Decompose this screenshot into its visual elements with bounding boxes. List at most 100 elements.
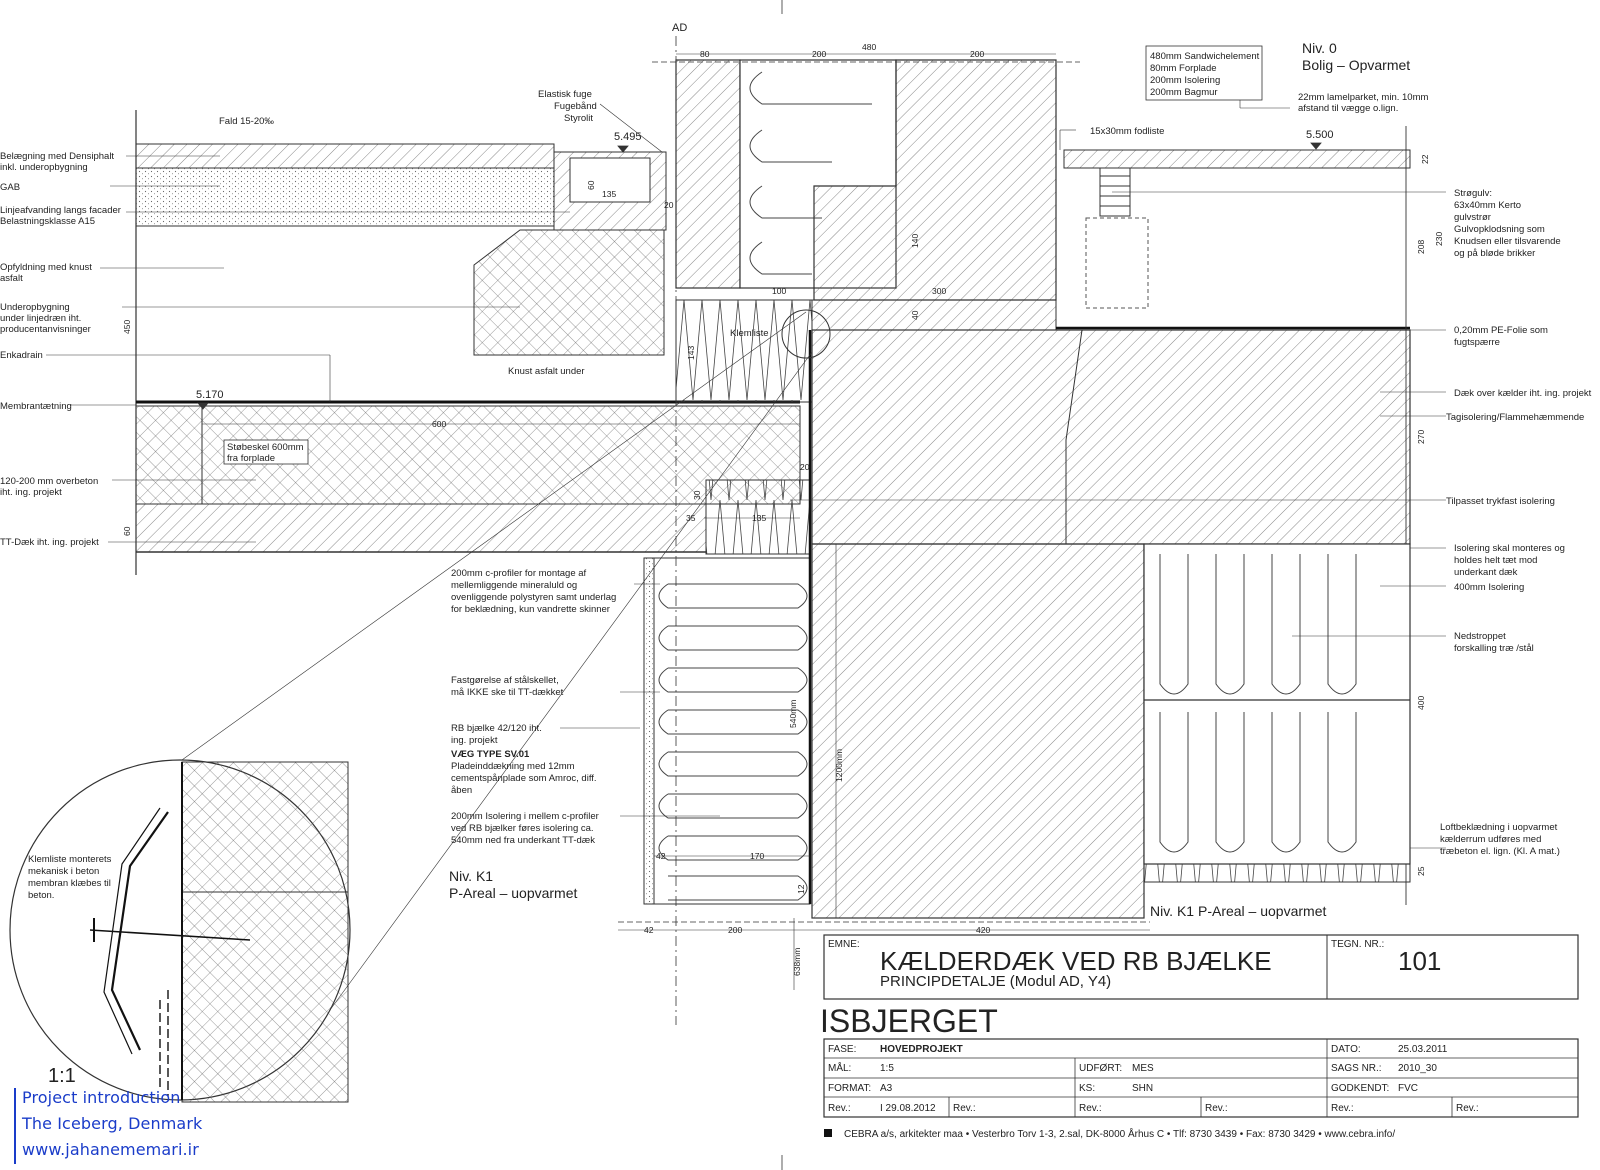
dim-42b: 42: [644, 925, 654, 935]
elevation-5170: 5.170: [196, 389, 224, 401]
godkendt-label: GODKENDT:: [1331, 1083, 1389, 1094]
sags-label: SAGS NR.:: [1331, 1063, 1382, 1074]
dim-100: 100: [772, 286, 786, 296]
label-strogulv-5: Knudsen eller tilsvarende: [1454, 236, 1561, 247]
label-nedstroppet-2: forskalling træ /stål: [1454, 643, 1534, 654]
dim-25: 25: [1416, 866, 1426, 876]
label-underopbygning: Underopbygning: [0, 302, 70, 313]
label-fodliste: 15x30mm fodliste: [1090, 126, 1164, 137]
dim-60: 60: [586, 180, 596, 190]
label-klemliste: Klemliste: [730, 328, 769, 339]
label-overbeton-2: iht. ing. projekt: [0, 487, 62, 498]
right-floor: [811, 126, 1411, 919]
label-gab: GAB: [0, 182, 20, 193]
label-sandwich: 480mm Sandwichelement: [1150, 51, 1260, 62]
label-parket-2: afstand til vægge o.lign.: [1298, 103, 1398, 114]
title-block: EMNE: KÆLDERDÆK VED RB BJÆLKE PRINCIPDET…: [820, 934, 1579, 1140]
dim-270: 270: [1416, 430, 1426, 444]
tegn-number: 101: [1398, 946, 1441, 976]
nivk1-inline: Niv. K1 P-Areal – uopvarmet: [1150, 903, 1326, 919]
label-iso-400: 400mm Isolering: [1454, 582, 1524, 593]
label-cprofil-2: mellemliggende mineraluld og: [451, 580, 577, 591]
label-strogulv-2: 63x40mm Kerto: [1454, 200, 1521, 211]
maal-value: 1:5: [880, 1063, 894, 1074]
dim-143: 143: [686, 346, 696, 360]
label-tilpasset: Tilpasset trykfast isolering: [1446, 496, 1555, 507]
rev-label-4: Rev.:: [1205, 1103, 1228, 1114]
dim-170: 170: [750, 851, 764, 861]
dim-20: 20: [664, 200, 674, 210]
detail-bubble: [9, 309, 831, 1103]
elevation-5500: 5.500: [1306, 129, 1334, 141]
label-strogulv-3: gulvstrør: [1454, 212, 1491, 223]
label-underopbygning-2: under linjedræn iht.: [0, 313, 81, 324]
dim-60b: 60: [122, 526, 132, 536]
dim-208: 208: [1416, 240, 1426, 254]
label-isolering-c: 200mm Isolering i mellem c-profiler: [451, 811, 599, 822]
dim-450: 450: [122, 320, 132, 334]
label-iso-mont-2: holdes helt tæt mod: [1454, 555, 1537, 566]
label-stobeskel-2: fra forplade: [227, 453, 275, 464]
dato-label: DATO:: [1331, 1044, 1361, 1055]
emne-label: EMNE:: [828, 939, 860, 950]
dim-200a: 200: [812, 49, 826, 59]
section-mark: AD: [672, 22, 687, 34]
drawing-title: KÆLDERDÆK VED RB BJÆLKE: [880, 946, 1272, 976]
rb-beam: [643, 330, 812, 905]
dim-12: 12: [796, 884, 806, 894]
dim-230: 230: [1434, 232, 1444, 246]
fase-label: FASE:: [828, 1044, 856, 1055]
dim-420: 420: [976, 925, 990, 935]
dim-400: 400: [1416, 696, 1426, 710]
leader-lines: [46, 86, 1446, 1011]
rev-value: I 29.08.2012: [880, 1103, 936, 1114]
label-opfyldning-2: asfalt: [0, 273, 23, 284]
label-iso-mont-3: underkant dæk: [1454, 567, 1518, 578]
dim-22: 22: [1420, 154, 1430, 164]
rev-label-3: Rev.:: [1079, 1103, 1102, 1114]
label-fugebaand: Fugebånd: [554, 101, 597, 112]
dim-135b: 135: [752, 513, 766, 523]
rev-label-5: Rev.:: [1331, 1103, 1354, 1114]
credit-line-2: The Iceberg, Denmark: [22, 1114, 203, 1133]
label-underopbygning-3: producentanvisninger: [0, 324, 91, 335]
office-footer: CEBRA a/s, arkitekter maa • Vesterbro To…: [844, 1127, 1395, 1140]
label-linjeafvanding-2: Belastningsklasse A15: [0, 216, 95, 227]
label-cprofil-3: ovenliggende polystyren samt underlag: [451, 592, 616, 603]
label-vaeg-3: åben: [451, 785, 472, 796]
tegn-label: TEGN. NR.:: [1331, 939, 1384, 950]
dim-200b: 200: [970, 49, 984, 59]
dim-638: 638mm: [792, 948, 802, 976]
label-loft-2: kælderrum udføres med: [1440, 834, 1541, 845]
label-styrolit: Styrolit: [564, 113, 593, 124]
dato-value: 25.03.2011: [1398, 1044, 1448, 1055]
godkendt-value: FVC: [1398, 1083, 1418, 1094]
dim-300: 300: [932, 286, 946, 296]
label-stobeskel: Støbeskel 600mm: [227, 442, 304, 453]
label-bagmur: 200mm Bagmur: [1150, 87, 1218, 98]
label-strogulv: Strøgulv:: [1454, 188, 1492, 199]
dim-40: 40: [910, 310, 920, 320]
dim-80: 80: [700, 49, 710, 59]
label-isolering-200: 200mm Isolering: [1150, 75, 1220, 86]
label-opfyldning: Opfyldning med knust: [0, 262, 92, 273]
label-belaegning-2: inkl. underopbygning: [0, 162, 88, 173]
dim-540: 540mm: [788, 700, 798, 728]
rev-label-6: Rev.:: [1456, 1103, 1479, 1114]
label-loft: Loftbeklædning i uopvarmet: [1440, 822, 1558, 833]
label-klem-detail-3: membran klæbes til: [28, 878, 111, 889]
credit-website-link[interactable]: www.jahanememari.ir: [22, 1140, 199, 1159]
label-knust-asfalt: Knust asfalt under: [508, 366, 585, 377]
label-strogulv-4: Gulvopklodsning som: [1454, 224, 1545, 235]
dim-200c: 200: [728, 925, 742, 935]
drawing-subtitle: PRINCIPDETALJE (Modul AD, Y4): [880, 973, 1111, 990]
label-loft-3: træbeton el. lign. (Kl. A mat.): [1440, 846, 1560, 857]
nivk1-title: Niv. K1: [449, 868, 493, 884]
label-isolering-c-3: 540mm ned fra underkant TT-dæk: [451, 835, 595, 846]
label-parket: 22mm lamelparket, min. 10mm: [1298, 92, 1428, 103]
detail-scale: 1:1: [48, 1065, 76, 1087]
dim-20b: 20: [800, 462, 810, 472]
level-marks: [197, 0, 1322, 1170]
nivk1-sub: P-Areal – uopvarmet: [449, 885, 578, 901]
dim-140: 140: [910, 234, 920, 248]
